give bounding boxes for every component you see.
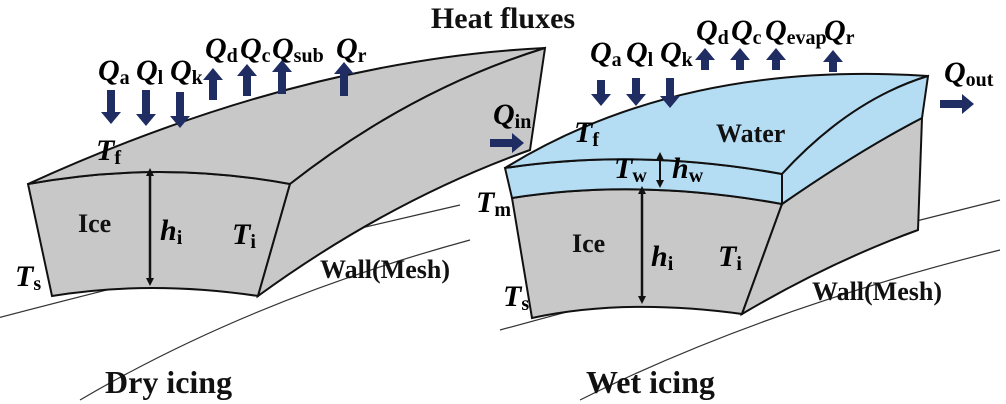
dry-wall-arc-outer [79, 239, 471, 401]
wet-label-hw: hw [672, 152, 704, 187]
wet-flux-out-arrows [695, 48, 843, 72]
dry-arrow-qr [334, 62, 354, 96]
wet-label-qd: Qd [696, 14, 729, 49]
dry-label-qd: Qd [205, 32, 238, 67]
dry-label-qc: Qc [240, 32, 271, 67]
wet-label-hi: hi [651, 240, 674, 275]
wet-arrow-qr [823, 50, 843, 72]
dry-flux-in-arrows [101, 90, 190, 128]
wet-water-side-face [781, 74, 930, 206]
dry-wall-label: Wall(Mesh) [320, 255, 450, 284]
wet-label-qr: Qr [824, 14, 855, 49]
wet-ice-label: Ice [572, 229, 605, 258]
dry-arrow-qk [170, 92, 190, 128]
dry-label-qk: Qk [170, 54, 204, 89]
wet-arrow-qin [490, 133, 524, 153]
wet-label-tm: Tm [476, 186, 511, 221]
wet-label-qout: Qout [944, 56, 994, 91]
wet-arrow-qout [940, 94, 974, 114]
wet-label-qa: Qa [590, 36, 622, 71]
wet-arrow-qk [660, 78, 680, 108]
dry-label-ti: Ti [232, 218, 256, 253]
dry-label-hi: hi [160, 214, 183, 249]
dry-flux-out-arrows [203, 60, 354, 100]
wet-label-qc: Qc [731, 14, 762, 49]
dry-label-qr: Qr [336, 32, 367, 67]
dry-label-tf: Tf [96, 134, 121, 169]
dry-label-ts: Ts [15, 260, 41, 295]
wet-label-ti: Ti [718, 240, 742, 275]
wet-icing-panel: Qa Ql Qk Qd Qc Qevap Qr Qin Qout Tf Tw h… [476, 14, 1001, 401]
wet-arrow-qc [730, 48, 750, 70]
dry-arrow-qa [101, 90, 121, 124]
dry-ice-label: Ice [78, 209, 111, 238]
wet-label-tf: Tf [574, 116, 599, 151]
dry-arrow-ql [136, 90, 156, 126]
dry-label-qa: Qa [98, 54, 130, 89]
wet-wall-label: Wall(Mesh) [812, 277, 942, 306]
wet-arrow-qevap [766, 48, 786, 70]
wet-label-ql: Ql [626, 36, 654, 71]
wet-label-qin: Qin [493, 98, 531, 133]
wet-arrow-ql [626, 78, 646, 106]
wet-caption: Wet icing [586, 364, 715, 400]
wet-arrow-qd [695, 48, 715, 70]
dry-ice-side-face [256, 46, 547, 299]
dry-icing-panel: Qa Ql Qk Qd Qc Qsub Qr Tf Ti Ts hi Ice W… [0, 32, 547, 401]
dry-arrow-qc [237, 64, 257, 96]
wet-label-qk: Qk [660, 36, 694, 71]
wet-label-qevap: Qevap [765, 14, 827, 49]
dry-arrow-qd [203, 68, 223, 100]
wet-arrow-qa [591, 80, 611, 106]
dry-label-qsub: Qsub [272, 32, 324, 67]
dry-label-ql: Ql [136, 54, 164, 89]
wet-wall-arc-outer [579, 249, 1001, 401]
dry-caption: Dry icing [105, 364, 232, 400]
wet-water-label: Water [716, 119, 785, 148]
wet-flux-in-arrows [591, 78, 680, 108]
diagram-title: Heat fluxes [431, 2, 575, 35]
wet-label-tw: Tw [614, 152, 647, 187]
dry-arrow-qsub [272, 60, 292, 94]
wet-label-ts: Ts [503, 280, 529, 315]
